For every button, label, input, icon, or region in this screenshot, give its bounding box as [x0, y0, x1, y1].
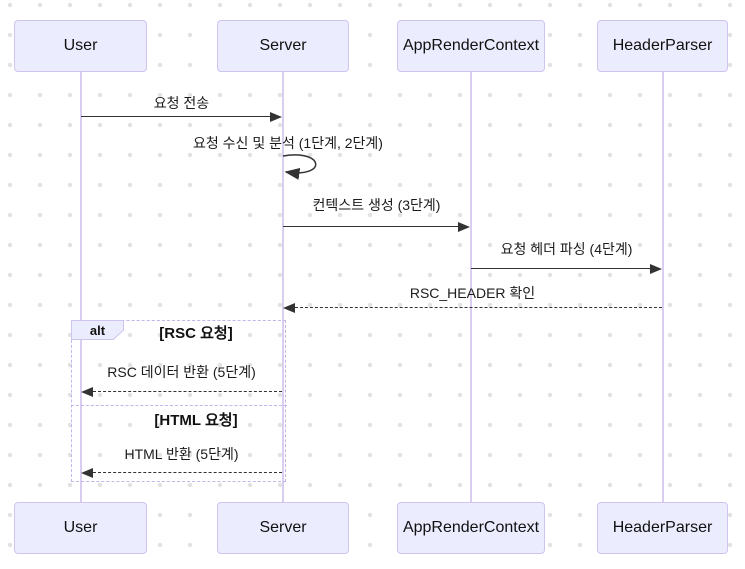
actor-headerparser-bottom: HeaderParser [597, 502, 728, 554]
actor-label: Server [259, 37, 307, 54]
self-loop-arrow-icon [282, 154, 317, 180]
message-line [295, 307, 662, 308]
arrowhead-left-icon [283, 303, 295, 313]
message-label: 요청 헤더 파싱 (4단계) [500, 241, 633, 257]
message-line [93, 472, 282, 473]
lifeline-apprendercontext [470, 72, 472, 503]
actor-label: AppRenderContext [402, 37, 540, 54]
arrowhead-left-icon [81, 387, 93, 397]
actor-label: Server [259, 519, 307, 536]
message-line [283, 226, 458, 227]
actor-label: AppRenderContext [402, 519, 540, 536]
arrowhead-right-icon [458, 222, 470, 232]
message-line [471, 268, 650, 269]
alt-frame [71, 320, 286, 482]
actor-server-bottom: Server [217, 502, 349, 554]
actor-server-top: Server [217, 20, 349, 72]
lifeline-server [282, 72, 284, 503]
actor-user-bottom: User [14, 502, 147, 554]
actor-apprendercontext-bottom: AppRenderContext [397, 502, 545, 554]
alt-condition-html: [HTML 요청] [154, 412, 238, 429]
alt-divider [71, 405, 287, 406]
message-label: 컨텍스트 생성 (3단계) [312, 197, 441, 213]
actor-apprendercontext-top: AppRenderContext [397, 20, 545, 72]
arrowhead-right-icon [650, 264, 662, 274]
arrowhead-right-icon [270, 112, 282, 122]
actor-user-top: User [14, 20, 147, 72]
actor-label: HeaderParser [612, 519, 713, 536]
alt-keyword: alt [72, 321, 123, 339]
actor-label: HeaderParser [612, 37, 713, 54]
message-label: RSC_HEADER 확인 [409, 285, 536, 301]
message-label: RSC 데이터 반환 (5단계) [107, 364, 256, 380]
actor-label: User [63, 37, 98, 54]
alt-condition-rsc: [RSC 요청] [159, 325, 233, 342]
message-label: 요청 전송 [153, 95, 210, 111]
arrowhead-left-icon [81, 468, 93, 478]
actor-headerparser-top: HeaderParser [597, 20, 728, 72]
lifeline-user [79, 72, 82, 503]
alt-label-box: alt [71, 320, 124, 340]
message-line [81, 116, 270, 117]
message-label: 요청 수신 및 분석 (1단계, 2단계) [193, 135, 383, 151]
message-line [93, 391, 282, 392]
message-label: HTML 반환 (5단계) [124, 446, 239, 462]
lifeline-headerparser [661, 72, 664, 503]
actor-label: User [63, 519, 98, 536]
